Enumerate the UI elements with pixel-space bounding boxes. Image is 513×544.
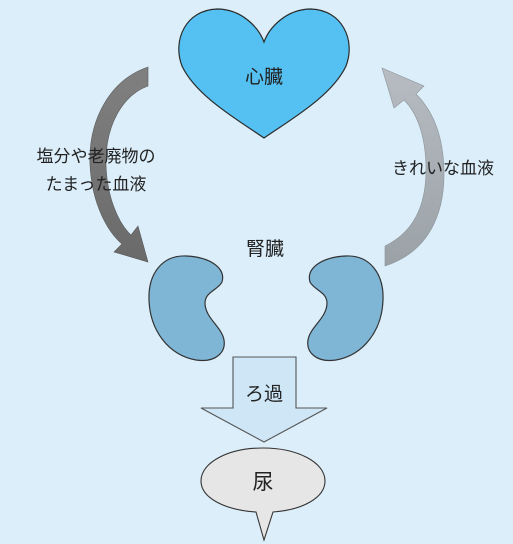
right-flow-label: きれいな血液 [392,159,494,179]
filter-label: ろ過 [245,383,283,405]
filter-arrow [200,356,328,443]
heart-shape [178,8,350,139]
right-kidney [307,255,384,362]
left-flow-arrow [89,66,149,263]
heart-label: 心臓 [245,66,283,88]
left-flow-label-line1: 塩分や老廃物の [37,147,156,167]
left-kidney [148,255,225,362]
left-flow-label-line2: たまった血液 [46,175,147,195]
urine-label: 尿 [253,470,274,494]
urine-bubble [200,447,326,542]
kidneys-label: 腎臓 [246,238,284,260]
right-flow-arrow [381,67,445,267]
